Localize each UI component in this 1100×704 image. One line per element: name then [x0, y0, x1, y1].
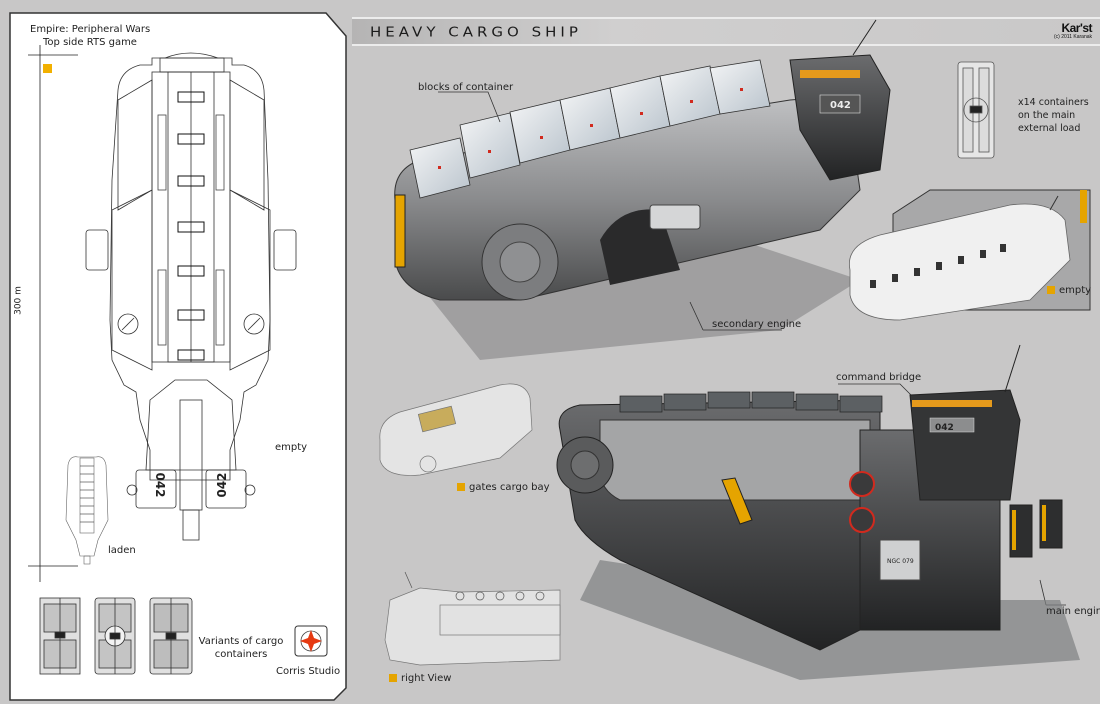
label-right-view: right View [389, 672, 451, 685]
label-laden: laden [108, 545, 136, 556]
ship-empty-inset [848, 189, 1091, 321]
label-empty-inset-text: empty [1059, 285, 1092, 296]
accent-marker [43, 64, 52, 73]
ship-laden-blueprint [65, 456, 109, 565]
label-secondary-engine: secondary engine [712, 319, 802, 330]
artist-logo-subtext: (c) 2011 Karanak [1054, 34, 1092, 40]
container-variant-2 [94, 597, 136, 675]
ship-laden-hull-number: 042 [830, 100, 851, 111]
container-variant-1 [39, 597, 81, 675]
blueprint-hull-number-left: 042 [153, 472, 167, 497]
label-gates-cargo-bay: gates cargo bay [457, 481, 550, 494]
label-main-engine: main engine [1046, 606, 1100, 617]
label-containers-count: x14 containers on the main external load [1018, 97, 1089, 134]
ship-top-view-blueprint [85, 52, 297, 541]
game-title-line2: Top side RTS game [43, 37, 137, 48]
studio-logo-icon [294, 625, 328, 657]
sheet-title: HEAVY CARGO SHIP [370, 23, 582, 41]
accent-marker [457, 483, 465, 491]
artist-logo: Kar'st (c) 2011 Karanak [1048, 22, 1092, 42]
artist-logo-text: Kar'st [1061, 21, 1092, 35]
ship-main-render [556, 344, 1080, 680]
accent-marker [1047, 286, 1055, 294]
label-variants: Variants of cargo containers [198, 636, 284, 660]
label-command-bridge: command bridge [836, 372, 922, 383]
game-title-line1: Empire: Peripheral Wars [30, 24, 151, 35]
single-container-icon [957, 61, 995, 159]
label-gates-cargo-bay-text: gates cargo bay [469, 482, 550, 493]
accent-marker [389, 674, 397, 682]
title-bar: HEAVY CARGO SHIP Kar'st (c) 2011 Karanak [352, 17, 1100, 46]
label-blocks-of-container: blocks of container [418, 82, 514, 93]
ship-laden-render [394, 19, 891, 360]
container-variant-3 [149, 597, 193, 675]
game-title: Empire: Peripheral Wars Top side RTS gam… [30, 23, 150, 49]
ship-main-hull-number: 042 [935, 423, 954, 433]
ship-main-registry: NGC 079 [887, 558, 914, 565]
ship-cargo-bay-sketch [379, 383, 533, 476]
label-studio: Corris Studio [276, 666, 341, 677]
label-right-view-text: right View [401, 673, 452, 684]
ship-right-view-sketch [384, 571, 561, 666]
label-empty-topview: empty [275, 442, 308, 453]
blueprint-hull-number-right: 042 [215, 472, 229, 497]
label-empty-inset: empty [1047, 284, 1091, 297]
